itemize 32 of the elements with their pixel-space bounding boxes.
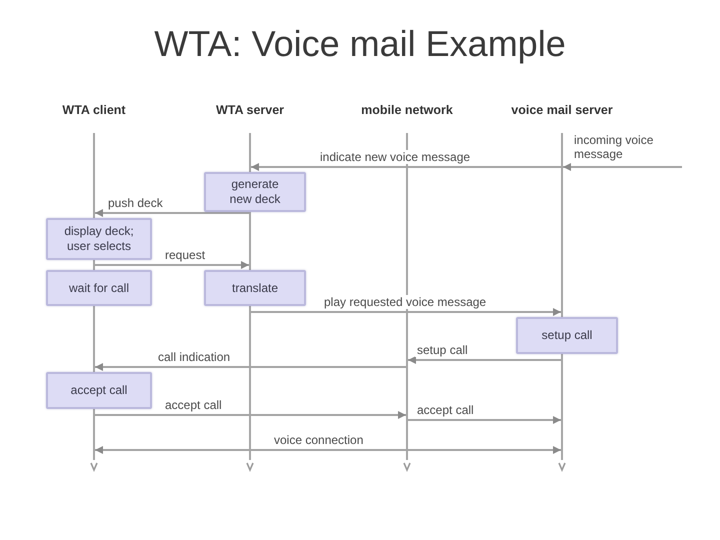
lifeline-label: WTA client [62,102,126,118]
activity-box: wait for call [46,270,152,306]
message-arrow [563,163,682,171]
activity-box: accept call [46,372,152,409]
message-arrow [251,308,561,316]
lifeline [561,133,563,460]
edge-label: setup call [415,343,470,357]
message-arrow [95,411,406,419]
lifeline-label: WTA server [216,102,284,118]
edge-label: push deck [106,196,165,210]
message-arrow [408,356,561,364]
message-arrow [95,261,249,269]
activity-box: generate new deck [204,172,306,212]
activity-box: translate [204,270,306,306]
edge-label: play requested voice message [322,295,488,309]
lifeline-label: mobile network [361,102,453,118]
edge-label: indicate new voice message [318,150,472,164]
activity-box: display deck; user selects [46,218,152,260]
message-arrow [95,363,406,371]
lifeline [406,133,408,460]
edge-label: voice connection [272,433,366,447]
message-arrow [95,209,249,217]
activity-box: setup call [516,317,618,354]
edge-label: accept call [415,403,476,417]
edge-label: request [163,248,208,262]
slide-title: WTA: Voice mail Example [154,22,566,66]
lifeline-label: voice mail server [511,102,613,118]
message-arrow [95,446,561,454]
message-arrow [251,163,561,171]
edge-label: accept call [163,398,224,412]
message-arrow [408,416,561,424]
edge-label: call indication [156,350,232,364]
